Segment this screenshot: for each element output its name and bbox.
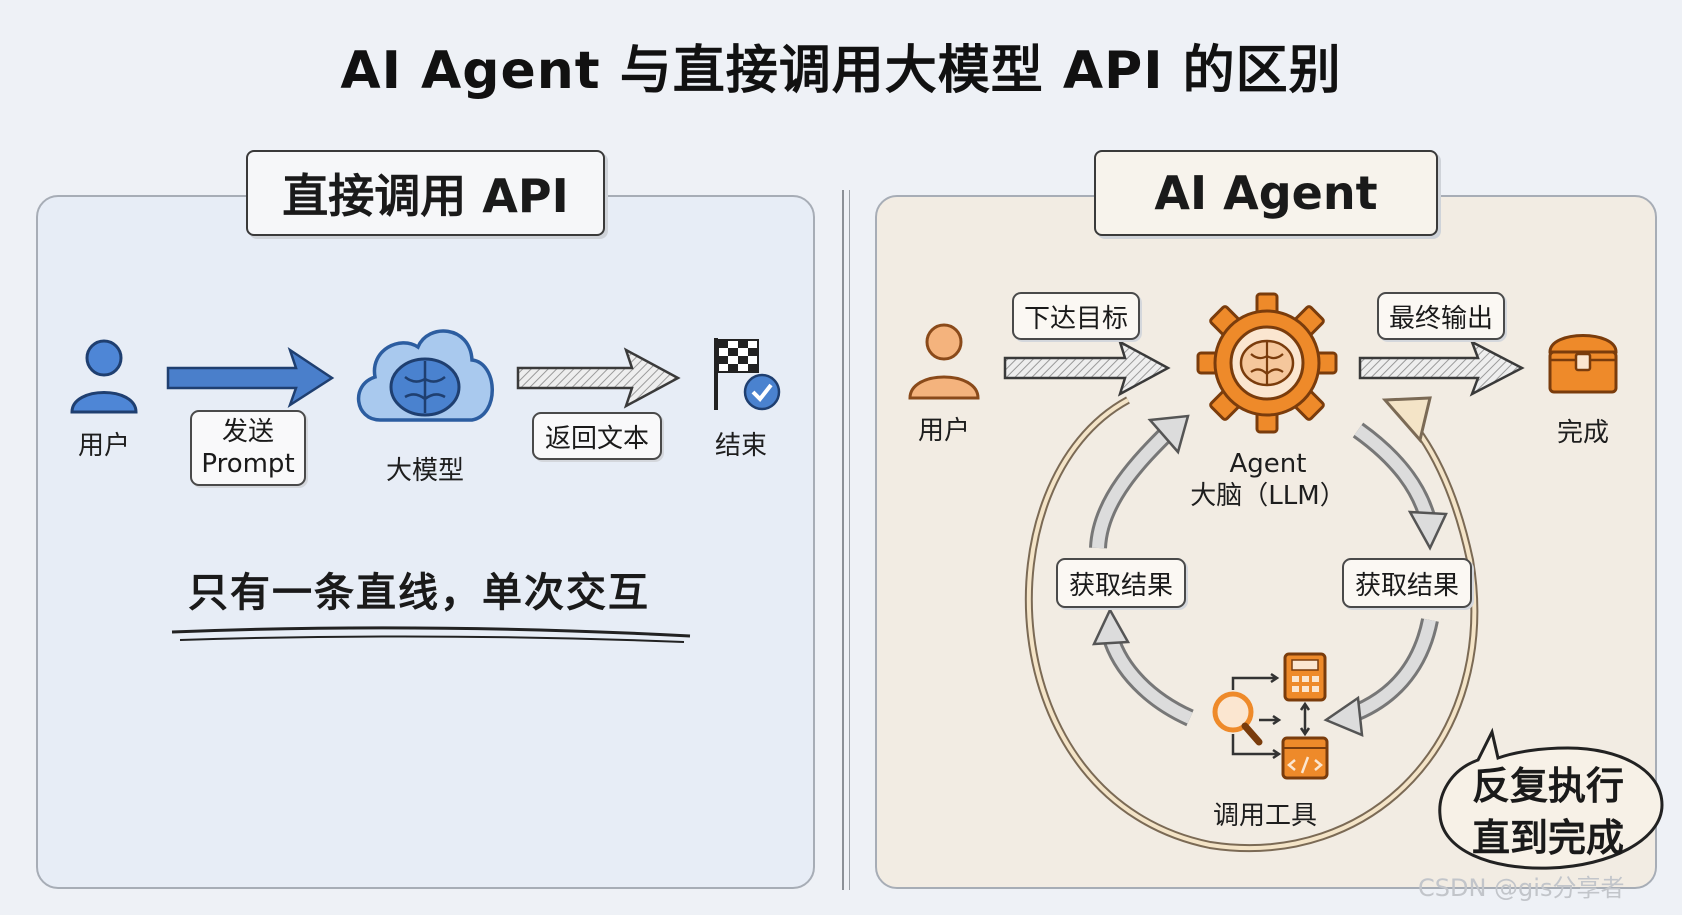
- send-chip-line1: 发送: [221, 417, 274, 447]
- calculator-icon: [1283, 652, 1327, 702]
- tools-cluster: [1212, 652, 1329, 780]
- done-label: 完成: [1556, 418, 1609, 448]
- send-chip-line2: Prompt: [201, 449, 295, 479]
- user-icon: [70, 339, 138, 414]
- brain-label-line2: 大脑（LLM）: [1190, 481, 1346, 511]
- panel-divider: [842, 190, 850, 890]
- end-label: 结束: [714, 431, 767, 461]
- final-output-chip: 最终输出: [1377, 292, 1505, 340]
- ai-agent-heading: AI Agent: [1094, 150, 1438, 236]
- slogan: 只有一条直线，单次交互: [188, 570, 650, 616]
- user-icon: [908, 323, 980, 400]
- output-arrow: [1358, 339, 1525, 397]
- treasure-chest-icon: [1548, 334, 1618, 394]
- result-chip-left: 获取结果: [1056, 558, 1186, 608]
- send-prompt-chip: 发送 Prompt: [190, 410, 306, 486]
- page-title: AI Agent 与直接调用大模型 API 的区别: [340, 41, 1342, 101]
- direct-api-panel: [36, 195, 815, 889]
- loop-bubble-text: 反复执行 直到完成: [1448, 760, 1648, 864]
- slogan-underline: [171, 626, 691, 638]
- direct-api-heading: 直接调用 API: [246, 150, 605, 236]
- goal-chip: 下达目标: [1012, 292, 1140, 340]
- agent-user-label: 用户: [917, 416, 970, 446]
- model-label: 大模型: [385, 456, 464, 486]
- loop-bubble-line2: 直到完成: [1471, 816, 1624, 860]
- agent-brain-label: Agent 大脑（LLM）: [1170, 448, 1366, 512]
- return-text-chip: 返回文本: [532, 412, 662, 460]
- brain-label-line1: Agent: [1229, 449, 1307, 479]
- user-label: 用户: [77, 431, 130, 461]
- gear-brain-icon: [1196, 292, 1338, 434]
- goal-arrow: [1003, 339, 1171, 397]
- watermark: CSDN @gis分享者: [1418, 874, 1625, 902]
- finish-flag-icon: [714, 338, 781, 411]
- send-arrow: [166, 346, 335, 409]
- loop-bubble-line1: 反复执行: [1471, 764, 1624, 808]
- result-chip-right: 获取结果: [1342, 558, 1472, 608]
- search-icon: [1212, 691, 1263, 746]
- loop-bubble: [1438, 727, 1664, 870]
- cloud-brain-icon: [357, 329, 494, 422]
- return-arrow: [516, 347, 681, 409]
- tools-label: 调用工具: [1212, 801, 1317, 831]
- code-window-icon: [1281, 736, 1329, 780]
